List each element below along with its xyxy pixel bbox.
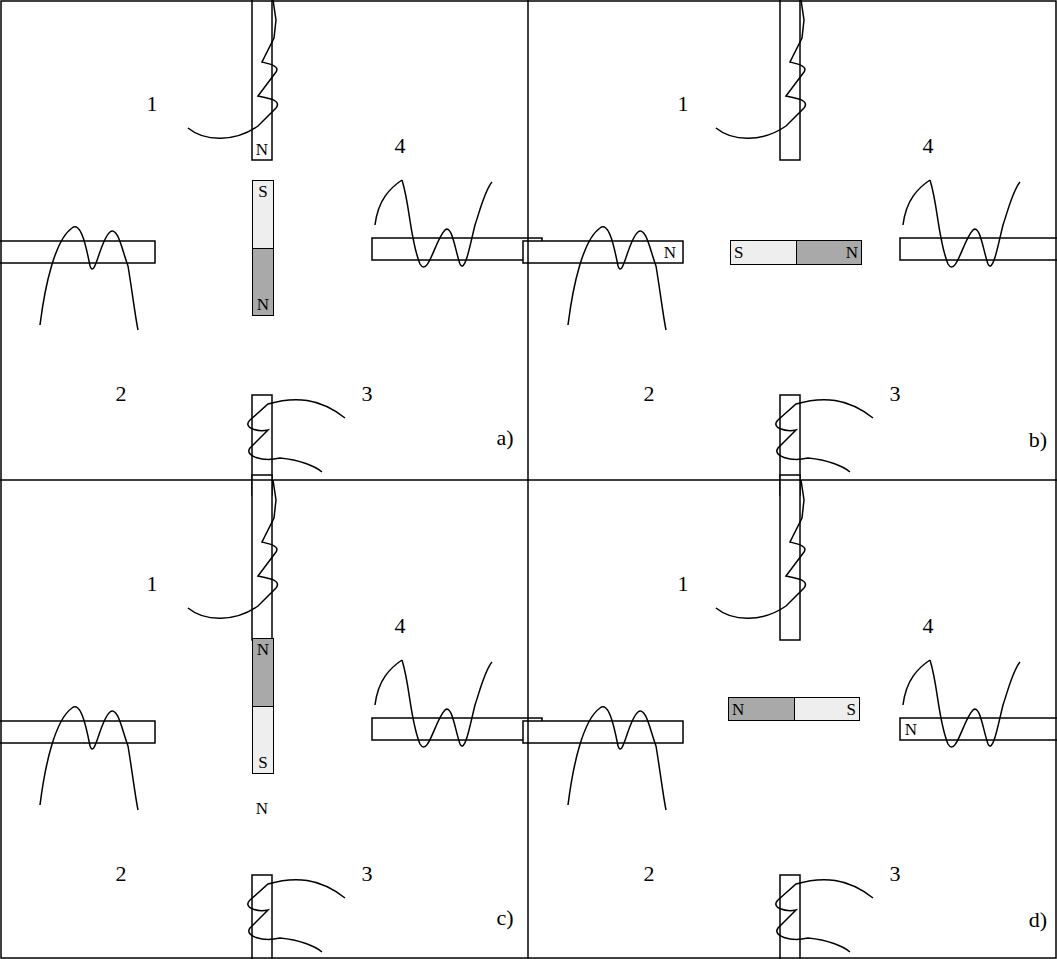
pole-label: N (664, 244, 676, 261)
callout-number: b) (1029, 429, 1047, 451)
callout-number: 1 (147, 93, 158, 115)
magnet-pole: S (253, 181, 273, 249)
bar-magnet: NS (728, 697, 860, 721)
callout-number: 3 (362, 383, 373, 405)
callout-number: 3 (890, 863, 901, 885)
callout-number: 3 (890, 383, 901, 405)
magnet-pole: N (729, 698, 795, 720)
magnet-pole: S (795, 698, 860, 720)
callout-number: 2 (644, 863, 655, 885)
pole-label: N (905, 721, 917, 738)
magnet-pole: S (253, 707, 273, 774)
magnet-pole: N (253, 249, 273, 316)
callout-number: 2 (116, 863, 127, 885)
callout-number: 1 (678, 573, 689, 595)
callout-number: c) (496, 907, 513, 929)
callout-number: 1 (678, 93, 689, 115)
bar-magnet: SN (252, 180, 274, 316)
callout-number: 4 (923, 135, 934, 157)
callout-number: 4 (923, 615, 934, 637)
bar-magnet: SN (730, 240, 862, 265)
callout-number: 4 (395, 615, 406, 637)
magnet-pole: N (797, 241, 862, 264)
callout-number: 1 (147, 573, 158, 595)
pole-label: N (256, 141, 268, 158)
magnet-pole: S (731, 241, 797, 264)
callout-number: a) (496, 427, 513, 449)
magnet-pole: N (253, 639, 273, 707)
callout-number: 2 (644, 383, 655, 405)
callout-number: d) (1029, 909, 1047, 931)
callout-number: 3 (362, 863, 373, 885)
callout-number: 2 (116, 383, 127, 405)
pole-label: N (256, 800, 268, 817)
bar-magnet: NS (252, 638, 274, 774)
callout-number: 4 (395, 135, 406, 157)
